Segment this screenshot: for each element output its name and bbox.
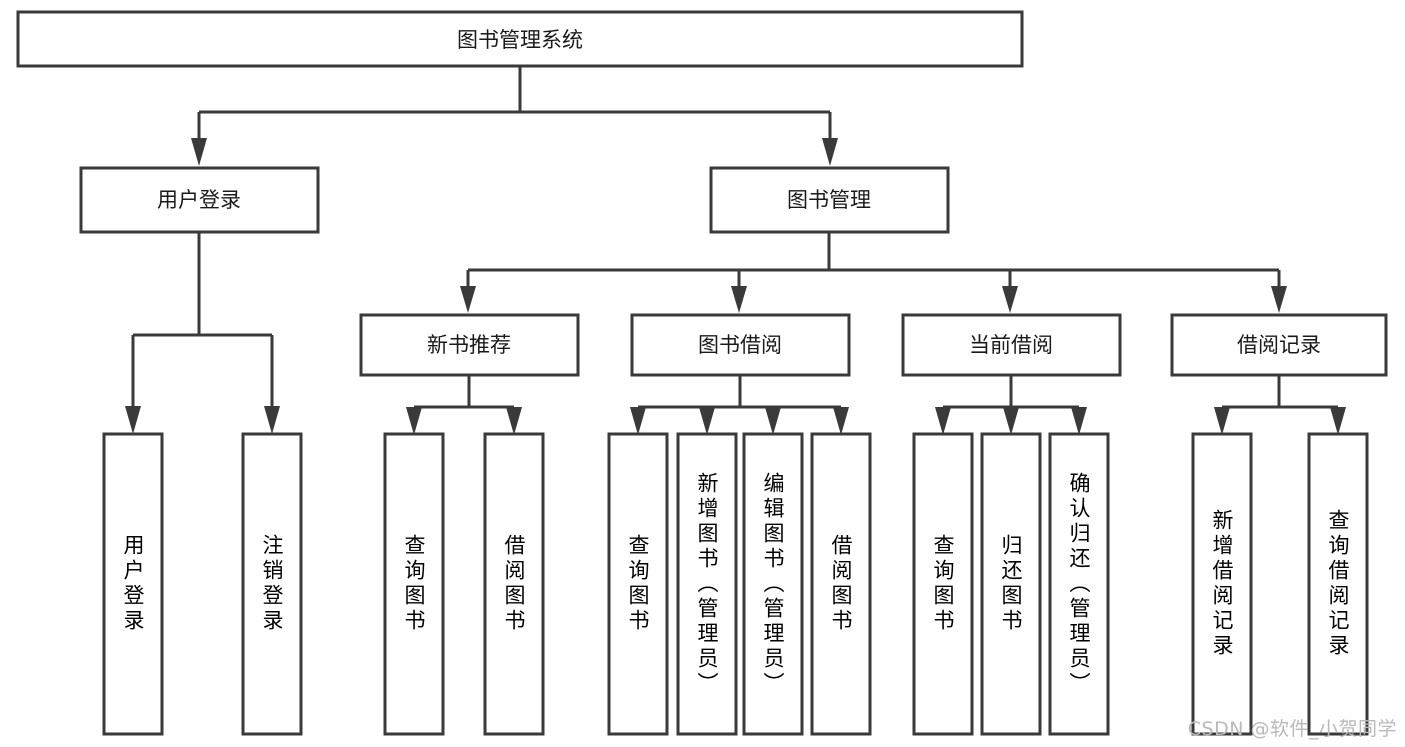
arrow-head-cb-leaf-3 [1071, 407, 1087, 435]
arrow-head-book-mgmt [822, 138, 838, 166]
arrow-head-leaf-user-login-2 [264, 406, 280, 434]
leaf-box-br-add-record[interactable] [1191, 432, 1253, 736]
leaf-label-logout: 注销登录 [260, 534, 284, 634]
leaf-label-user-login-action: 用户登录 [121, 534, 145, 634]
leaf-text-wrap-6: 新增图书（管理员） [695, 471, 719, 697]
leaf-node-br-add-record[interactable]: 新增借阅记录 [1191, 432, 1253, 736]
node-box-root[interactable] [16, 10, 1024, 68]
leaf-node-br-query-record[interactable]: 查询借阅记录 [1307, 432, 1369, 736]
leaf-label-bb-borrow-book: 借阅图书 [829, 534, 853, 634]
arrow-head-bb-leaf-2 [699, 407, 715, 435]
leaf-text-wrap-13: 查询借阅记录 [1326, 509, 1350, 659]
node-book-management[interactable]: 图书管理 [709, 166, 950, 234]
leaf-node-bb-borrow-book[interactable]: 借阅图书 [810, 432, 872, 736]
leaf-label-bb-edit-book: 编辑图书（管理员） [761, 471, 785, 697]
node-box-new-book-recommend[interactable] [359, 313, 580, 377]
arrow-head-borrow-record [1271, 286, 1287, 313]
node-box-book-borrow[interactable] [630, 313, 851, 377]
node-root-system[interactable]: 图书管理系统 [16, 10, 1024, 68]
node-label-new-book-recommend: 新书推荐 [427, 333, 511, 357]
leaf-text-wrap-2: 注销登录 [260, 534, 284, 634]
node-box-current-borrow[interactable] [901, 313, 1122, 377]
node-label-book-management: 图书管理 [787, 188, 871, 212]
leaf-node-nb-borrow-book[interactable]: 借阅图书 [483, 432, 545, 736]
leaf-box-bb-edit-book[interactable] [742, 432, 804, 736]
leaf-box-bb-add-book[interactable] [676, 432, 738, 736]
leaf-box-bb-query-book[interactable] [607, 432, 669, 736]
node-current-borrow[interactable]: 当前借阅 [901, 313, 1122, 377]
arrow-head-nb-leaf-2 [506, 407, 522, 435]
arrow-head-cb-leaf-2 [1003, 407, 1019, 435]
node-box-borrow-record[interactable] [1170, 313, 1388, 377]
leaf-text-wrap-5: 查询图书 [626, 534, 650, 634]
leaf-node-nb-query-book[interactable]: 查询图书 [383, 432, 445, 736]
leaf-label-cb-query-book: 查询图书 [931, 534, 955, 634]
arrow-head-bb-leaf-4 [833, 407, 849, 435]
leaf-text-wrap-7: 编辑图书（管理员） [761, 471, 785, 697]
leaf-box-cb-return-book[interactable] [980, 432, 1042, 736]
arrow-head-cb-leaf-1 [935, 407, 951, 435]
leaf-node-cb-query-book[interactable]: 查询图书 [912, 432, 974, 736]
leaf-node-cb-return-book[interactable]: 归还图书 [980, 432, 1042, 736]
leaf-label-cb-return-book: 归还图书 [999, 534, 1023, 634]
node-book-borrow[interactable]: 图书借阅 [630, 313, 851, 377]
leaf-box-logout[interactable] [241, 432, 303, 736]
leaf-box-user-login-action[interactable] [102, 432, 164, 736]
leaf-box-nb-borrow-book[interactable] [483, 432, 545, 736]
leaf-label-bb-query-book: 查询图书 [626, 534, 650, 634]
arrow-head-br-leaf-2 [1330, 407, 1346, 435]
leaf-label-cb-confirm-return: 确认归还（管理员） [1067, 471, 1091, 697]
leaf-text-wrap-9: 查询图书 [931, 534, 955, 634]
leaf-box-cb-confirm-return[interactable] [1048, 432, 1110, 736]
node-new-book-recommend[interactable]: 新书推荐 [359, 313, 580, 377]
leaf-box-nb-query-book[interactable] [383, 432, 445, 736]
node-borrow-record[interactable]: 借阅记录 [1170, 313, 1388, 377]
arrow-head-br-leaf-1 [1214, 407, 1230, 435]
leaf-text-wrap-10: 归还图书 [999, 534, 1023, 634]
leaf-text-wrap-12: 新增借阅记录 [1210, 509, 1234, 659]
leaf-text-wrap-11: 确认归还（管理员） [1067, 471, 1091, 697]
arrow-head-nb-leaf-1 [406, 407, 422, 435]
leaf-label-bb-add-book: 新增图书（管理员） [695, 471, 719, 697]
node-user-login[interactable]: 用户登录 [79, 166, 320, 234]
node-label-book-borrow: 图书借阅 [698, 333, 782, 357]
node-label-root: 图书管理系统 [457, 28, 583, 52]
arrow-head-leaf-user-login-1 [125, 406, 141, 434]
arrow-head-book-borrow [731, 286, 747, 313]
leaf-label-nb-borrow-book: 借阅图书 [502, 534, 526, 634]
arrow-head-bb-leaf-1 [630, 407, 646, 435]
leaf-label-br-add-record: 新增借阅记录 [1210, 509, 1234, 659]
node-label-user-login: 用户登录 [157, 188, 241, 212]
leaf-label-br-query-record: 查询借阅记录 [1326, 509, 1350, 659]
leaf-text-wrap-3: 查询图书 [402, 534, 426, 634]
leaf-node-logout[interactable]: 注销登录 [241, 432, 303, 736]
leaf-node-bb-query-book[interactable]: 查询图书 [607, 432, 669, 736]
leaf-text-wrap-8: 借阅图书 [829, 534, 853, 634]
arrow-head-bb-leaf-3 [765, 407, 781, 435]
leaf-node-bb-add-book[interactable]: 新增图书（管理员） [676, 432, 738, 736]
leaf-box-br-query-record[interactable] [1307, 432, 1369, 736]
leaf-node-user-login-action[interactable]: 用户登录 [102, 432, 164, 736]
leaf-box-cb-query-book[interactable] [912, 432, 974, 736]
node-label-current-borrow: 当前借阅 [969, 333, 1053, 357]
leaf-text-wrap-1: 用户登录 [121, 534, 145, 634]
arrow-head-user-login [191, 138, 207, 166]
leaf-node-cb-confirm-return[interactable]: 确认归还（管理员） [1048, 432, 1110, 736]
arrow-head-current-borrow [1002, 286, 1018, 313]
node-label-borrow-record: 借阅记录 [1237, 333, 1321, 357]
leaf-node-bb-edit-book[interactable]: 编辑图书（管理员） [742, 432, 804, 736]
leaf-text-wrap-4: 借阅图书 [502, 534, 526, 634]
leaf-box-bb-borrow-book[interactable] [810, 432, 872, 736]
leaf-label-nb-query-book: 查询图书 [402, 534, 426, 634]
node-box-book-management[interactable] [709, 166, 950, 234]
arrow-head-new-book [460, 286, 476, 313]
